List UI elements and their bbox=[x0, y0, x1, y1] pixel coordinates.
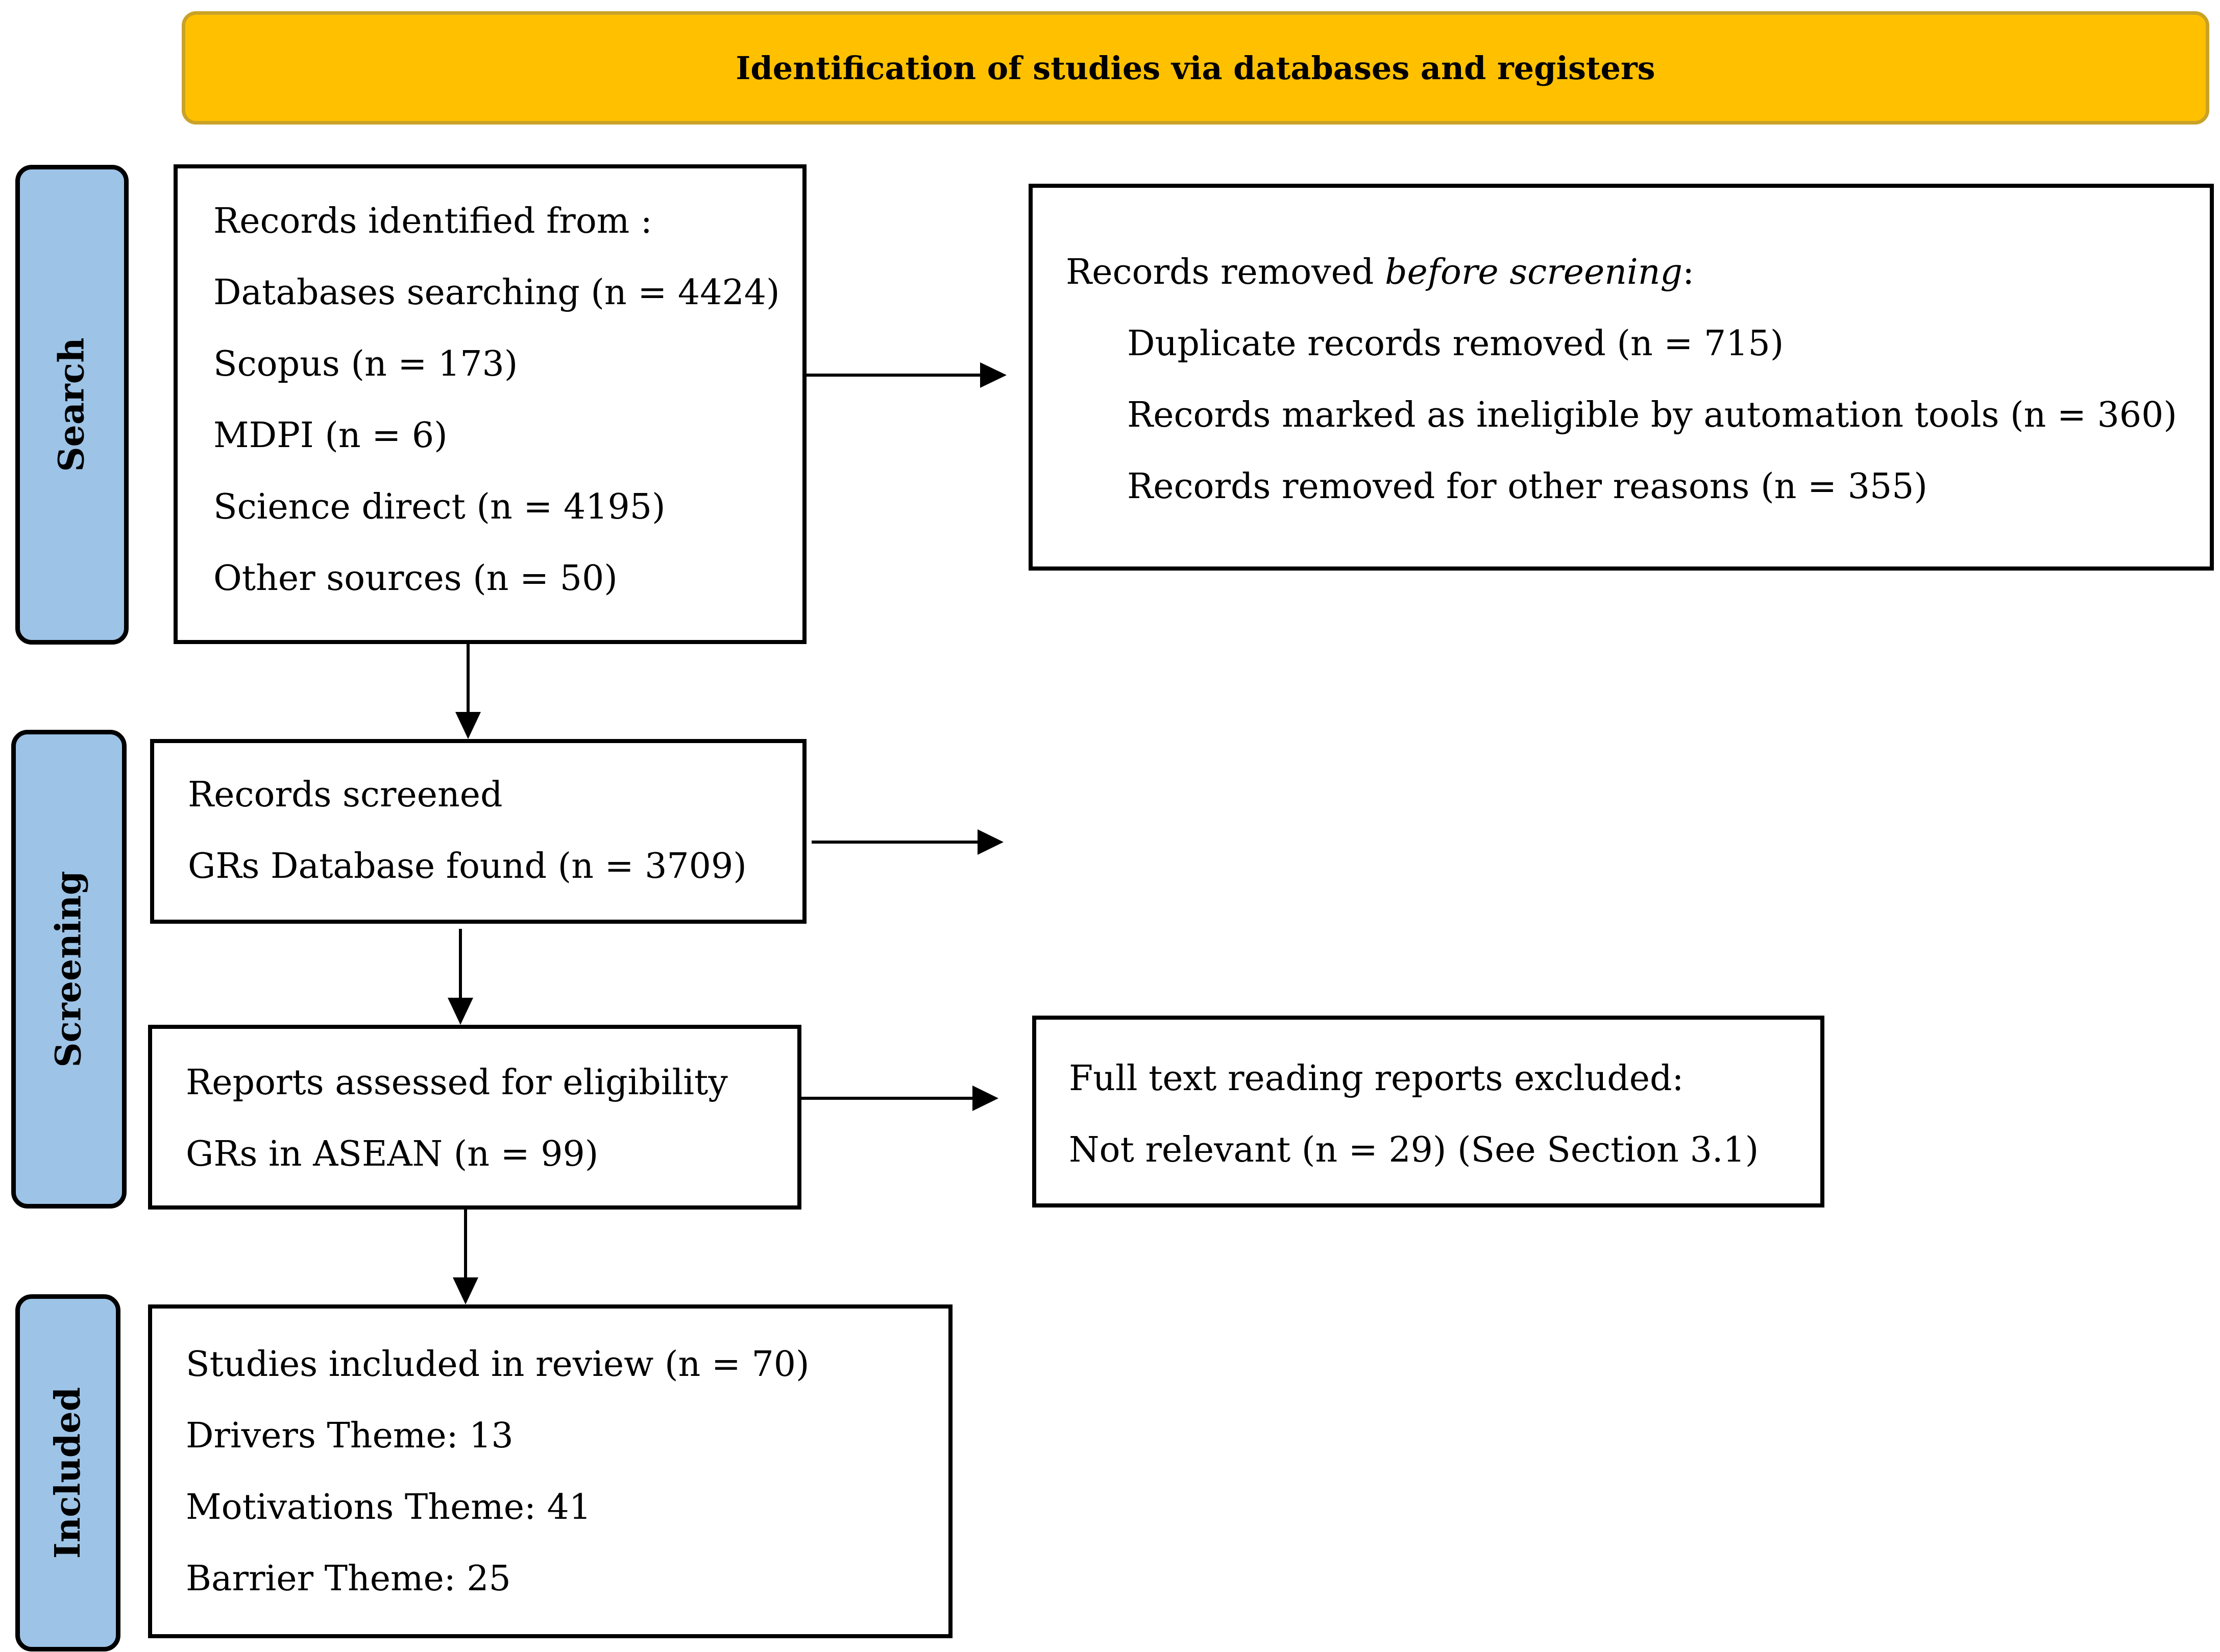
arrowhead-screened-to-assessed bbox=[448, 998, 473, 1025]
removed-line-0: Duplicate records removed (n = 715) bbox=[1127, 324, 1784, 364]
stage-screening-label: Screening bbox=[11, 730, 127, 1209]
stage-included-label: Included bbox=[15, 1294, 120, 1651]
header-title: Identification of studies via databases … bbox=[736, 49, 1655, 87]
arrowhead-identified-to-removed bbox=[980, 362, 1007, 388]
arrowhead-assessed-to-included bbox=[453, 1277, 478, 1304]
identified-line-0: Records identified from : bbox=[213, 201, 652, 241]
removed-line-2: Records removed for other reasons (n = 3… bbox=[1127, 466, 1928, 507]
removed-title-prefix: Records removed bbox=[1066, 252, 1385, 292]
removed-title-suffix: : bbox=[1682, 252, 1694, 292]
reports-assessed-box: Reports assessed for eligibility GRs in … bbox=[148, 1025, 801, 1210]
arrowhead-identified-to-screened bbox=[455, 712, 481, 739]
stage-search-label: Search bbox=[15, 165, 129, 645]
identification-header: Identification of studies via databases … bbox=[182, 11, 2209, 125]
arrowhead-screened-right bbox=[978, 829, 1004, 855]
identified-line-1: Databases searching (n = 4424) bbox=[213, 273, 780, 313]
reports-excluded-box: Full text reading reports excluded: Not … bbox=[1032, 1016, 1824, 1207]
excluded-line-1: Not relevant (n = 29) (See Section 3.1) bbox=[1069, 1130, 1759, 1170]
screened-line-0: Records screened bbox=[188, 775, 503, 815]
identified-line-2: Scopus (n = 173) bbox=[213, 344, 518, 384]
included-line-1: Drivers Theme: 13 bbox=[186, 1416, 514, 1456]
screened-line-1: GRs Database found (n = 3709) bbox=[188, 846, 747, 886]
excluded-line-0: Full text reading reports excluded: bbox=[1069, 1058, 1684, 1099]
assessed-line-1: GRs in ASEAN (n = 99) bbox=[186, 1134, 599, 1174]
records-identified-box: Records identified from : Databases sear… bbox=[174, 164, 807, 644]
arrowhead-assessed-to-excluded bbox=[972, 1086, 998, 1111]
identified-line-3: MDPI (n = 6) bbox=[213, 415, 448, 456]
included-line-2: Motivations Theme: 41 bbox=[186, 1487, 592, 1527]
removed-title-italic: before screening bbox=[1384, 252, 1683, 292]
records-removed-box: Records removed before screening: Duplic… bbox=[1029, 184, 2214, 571]
records-screened-box: Records screened GRs Database found (n =… bbox=[150, 739, 807, 924]
removed-line-1: Records marked as ineligible by automati… bbox=[1127, 395, 2177, 435]
identified-line-5: Other sources (n = 50) bbox=[213, 558, 618, 599]
included-line-3: Barrier Theme: 25 bbox=[186, 1559, 511, 1599]
included-line-0: Studies included in review (n = 70) bbox=[186, 1344, 810, 1385]
identified-line-4: Science direct (n = 4195) bbox=[213, 487, 666, 527]
studies-included-box: Studies included in review (n = 70) Driv… bbox=[148, 1304, 953, 1638]
removed-title: Records removed before screening: bbox=[1066, 255, 2210, 290]
assessed-line-0: Reports assessed for eligibility bbox=[186, 1063, 728, 1103]
